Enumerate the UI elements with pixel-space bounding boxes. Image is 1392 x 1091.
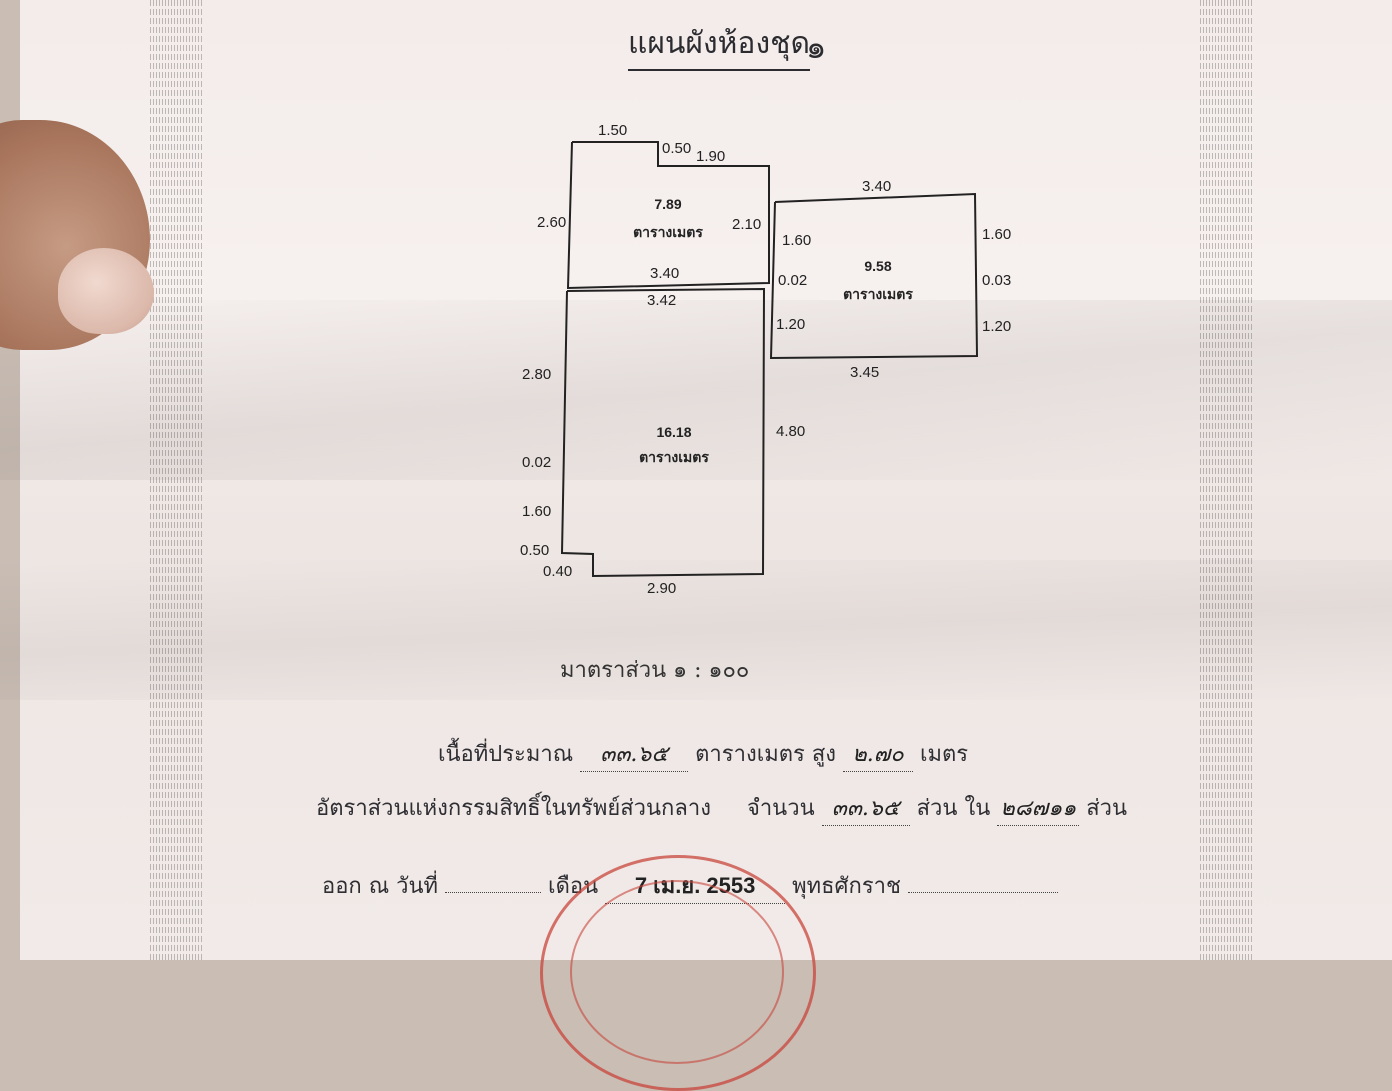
floor-plan: [560, 141, 979, 578]
dim-r3-step-v: 0.50: [520, 542, 550, 559]
room-1-outline: [566, 141, 770, 290]
dim-r2-right-top: 1.60: [982, 226, 1012, 243]
dim-r2-right-bot: 1.20: [982, 318, 1012, 335]
issued-label: ออก ณ วันที่: [322, 874, 439, 899]
era-blank: [907, 892, 1058, 893]
area-line: เนื้อที่ประมาณ ๓๓.๖๕ ตารางเมตร สูง ๒.๗๐ …: [438, 736, 968, 772]
in-label: ใน: [964, 796, 991, 821]
era-label: พุทธศักราช: [792, 874, 901, 899]
dim-r3-step-h: 0.40: [543, 563, 573, 580]
security-microtext-left: [150, 0, 202, 960]
dim-r1-bottom: 3.40: [650, 265, 680, 282]
dim-r2-left-top: 1.60: [782, 232, 812, 249]
dim-r3-left-mid: 0.02: [522, 454, 552, 471]
dim-r2-top: 3.40: [862, 178, 892, 195]
room-1-area: 7.89: [654, 196, 682, 212]
room-3-unit: ตารางเมตร: [639, 449, 709, 465]
dim-r1-step: 0.50: [662, 140, 692, 157]
room-1-unit: ตารางเมตร: [633, 224, 703, 240]
part-label: ส่วน: [916, 796, 958, 821]
dim-r1-top-left: 1.50: [598, 122, 628, 139]
dim-r3-left-top: 2.80: [522, 366, 552, 383]
area-value: ๓๓.๖๕: [580, 736, 689, 772]
thumb-nail: [58, 248, 154, 334]
dim-r2-bottom: 3.45: [850, 364, 880, 381]
room-3-area: 16.18: [656, 424, 692, 440]
part-label-2: ส่วน: [1086, 796, 1128, 821]
dim-r2-left-mid: 0.02: [778, 272, 808, 289]
dim-r2-right-mid: 0.03: [982, 272, 1012, 289]
dim-r1-right: 2.10: [732, 216, 762, 233]
official-seal-inner: [570, 880, 784, 1064]
scale-text: มาตราส่วน ๑ : ๑๐๐: [560, 658, 750, 683]
height-value: ๒.๗๐: [843, 736, 913, 772]
count-label: จำนวน: [746, 796, 815, 821]
total-value: ๒๘๗๑๑: [997, 790, 1080, 826]
page-title: แผนผังห้องชุด: [628, 20, 810, 71]
dim-r3-bottom: 2.90: [647, 580, 677, 597]
dim-r3-left-low: 1.60: [522, 503, 552, 520]
dim-r1-left: 2.60: [537, 214, 567, 231]
dim-r3-right: 4.80: [776, 423, 806, 440]
document-paper: [20, 0, 1392, 960]
room-2-outline: [769, 192, 979, 360]
issued-day-blank: [445, 892, 542, 893]
height-label: สูง: [811, 742, 836, 767]
area-unit: ตารางเมตร: [695, 742, 805, 767]
dim-r1-top-right: 1.90: [696, 148, 726, 165]
room-3-outline: [560, 287, 766, 578]
ratio-value: ๓๓.๖๕: [821, 790, 910, 826]
ratio-line: อัตราส่วนแห่งกรรมสิทธิ์ในทรัพย์ส่วนกลาง …: [316, 790, 1127, 826]
ratio-label: อัตราส่วนแห่งกรรมสิทธิ์ในทรัพย์ส่วนกลาง: [316, 796, 711, 821]
height-unit: เมตร: [920, 742, 969, 767]
dim-r3-top: 3.42: [647, 292, 677, 309]
security-microtext-right: [1200, 0, 1252, 960]
room-2-area: 9.58: [864, 258, 892, 274]
dim-r2-left-bot: 1.20: [776, 316, 806, 333]
room-2-unit: ตารางเมตร: [843, 286, 913, 302]
area-label: เนื้อที่ประมาณ: [438, 742, 574, 767]
title-number: ๑: [806, 28, 827, 66]
